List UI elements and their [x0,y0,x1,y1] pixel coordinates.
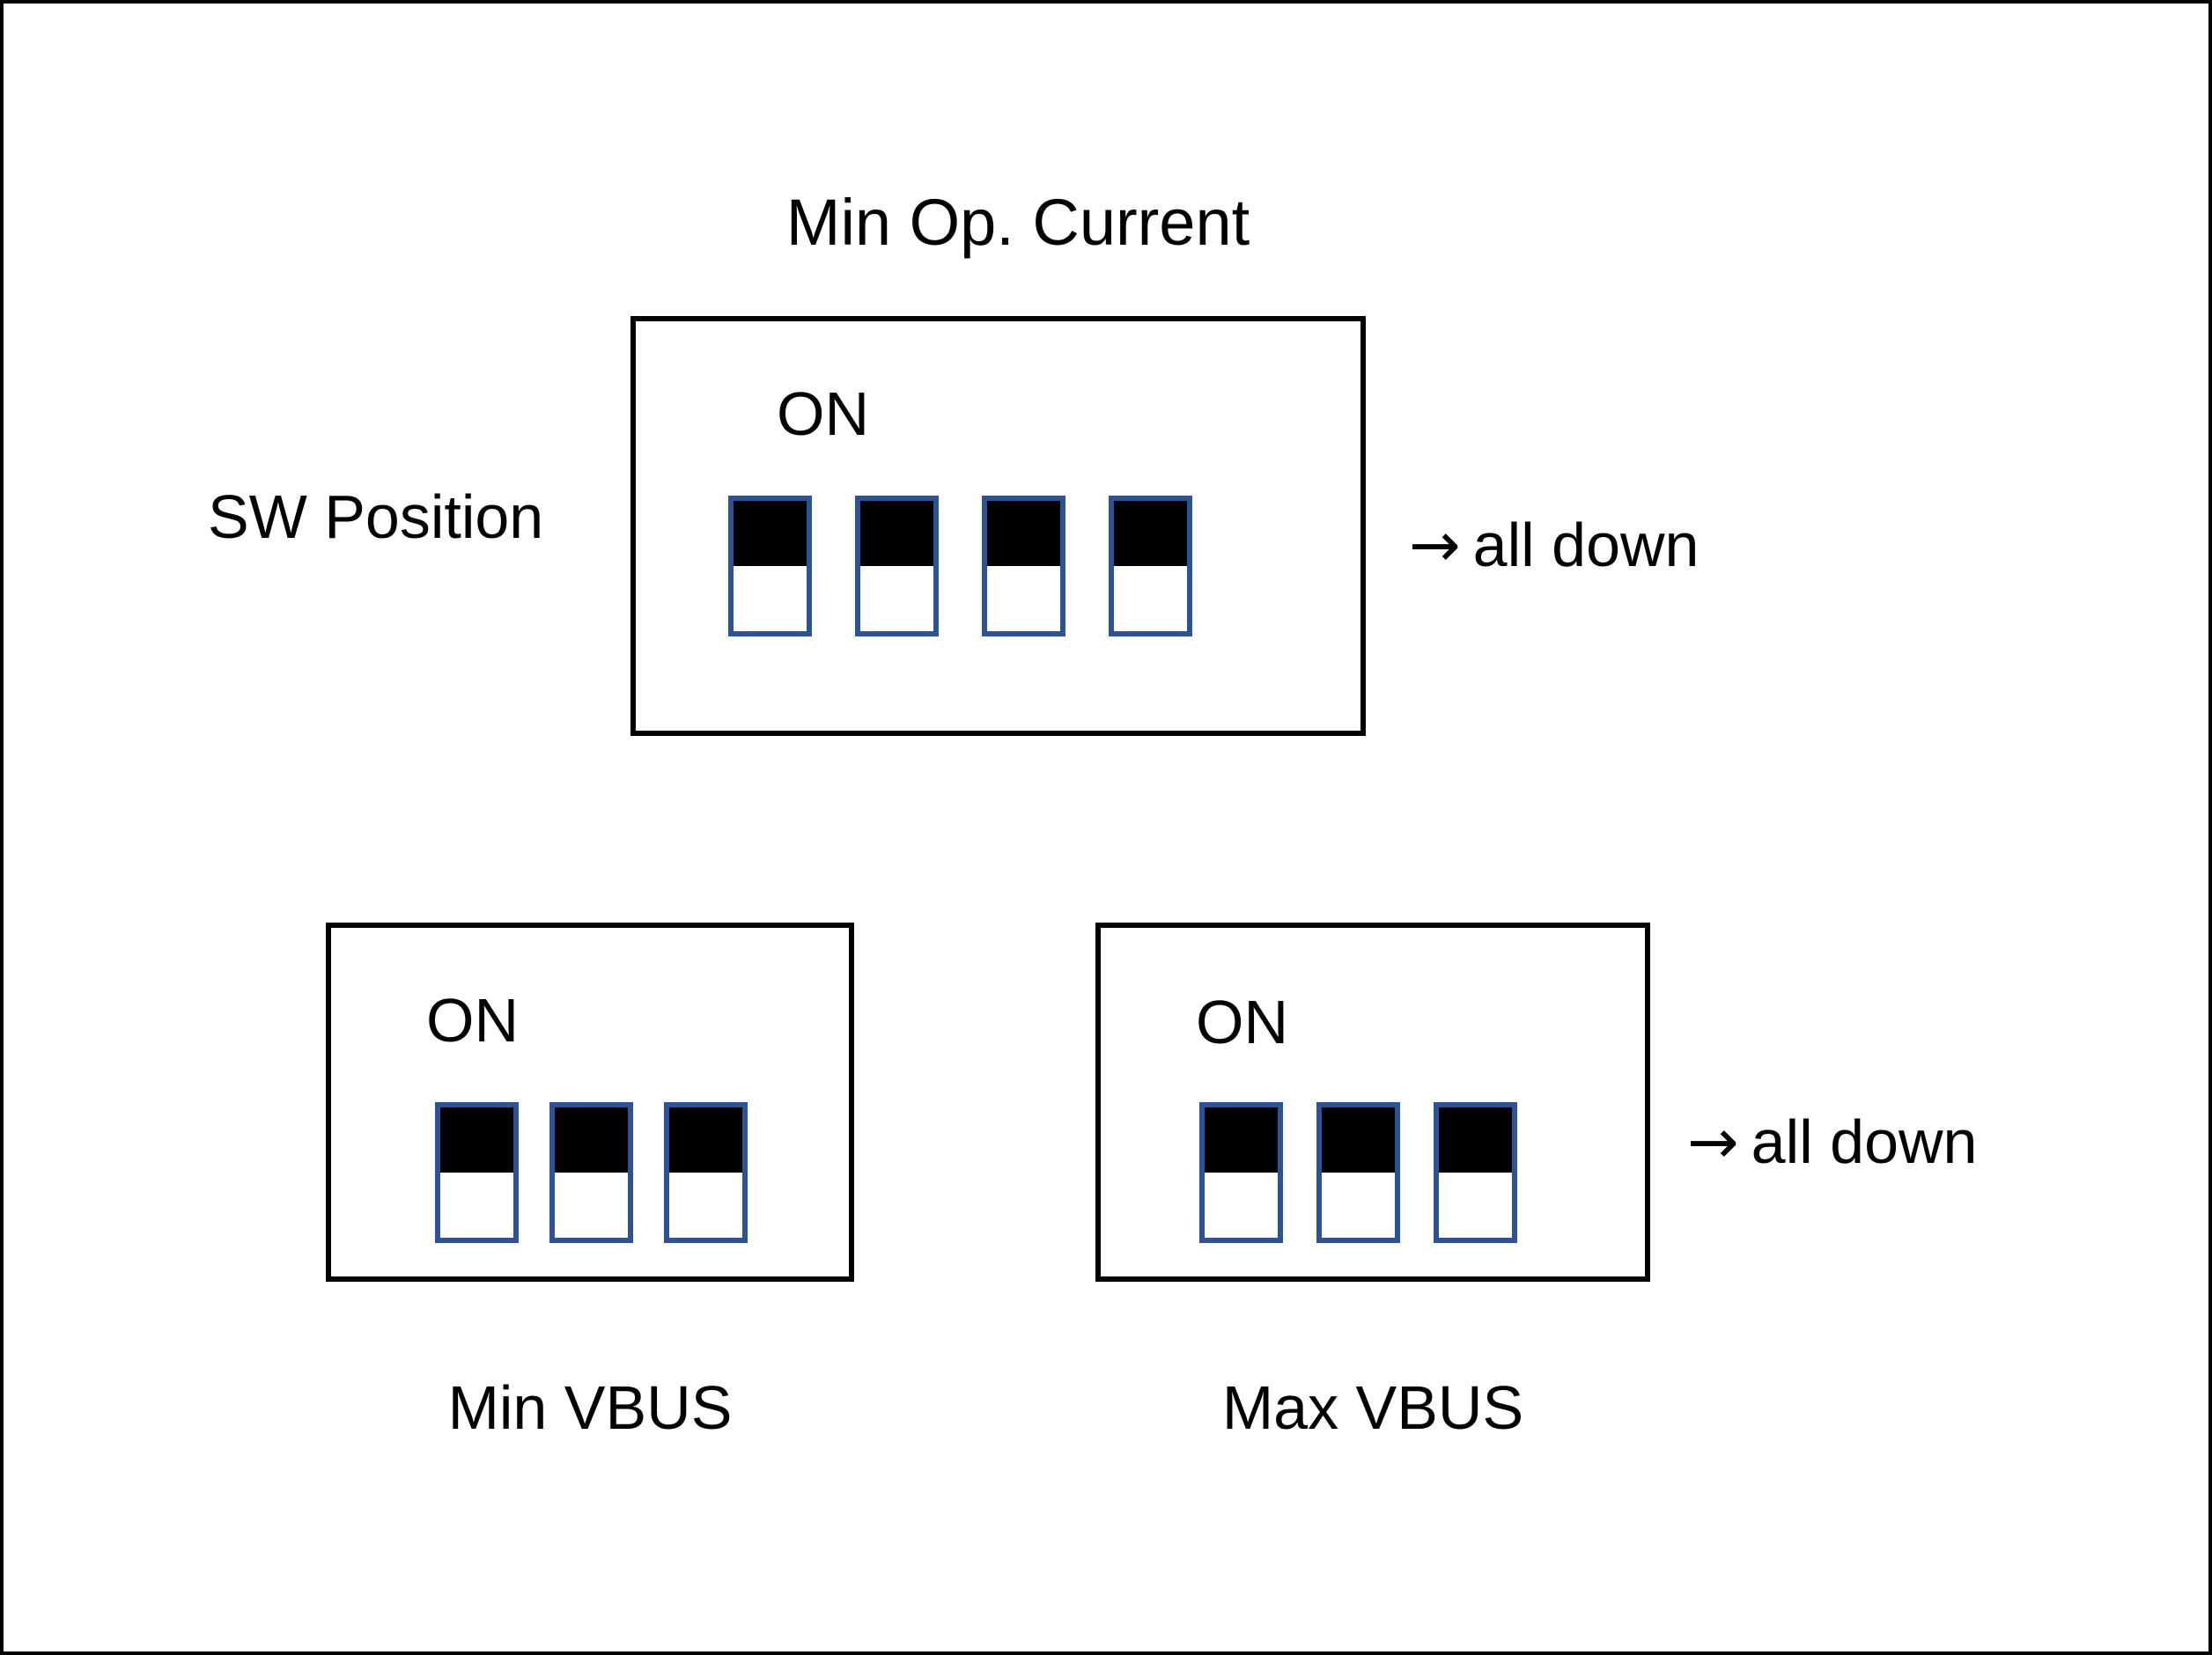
toggle-top [987,501,1060,566]
on-label: ON [1196,988,1288,1056]
toggle-top [555,1107,628,1173]
toggle-top [1114,501,1187,566]
dip-switch-1[interactable] [728,496,812,636]
on-label: ON [426,986,519,1055]
toggle-bottom [669,1173,742,1238]
toggle-bottom [987,566,1060,631]
dip-switch-4[interactable] [1109,496,1192,636]
annotation-text: all down [1751,1107,1978,1176]
right-arrow-icon: → [1409,509,1461,581]
dip-switch-3[interactable] [664,1102,748,1243]
toggle-top [669,1107,742,1173]
page-title: Min Op. Current [785,186,1250,259]
toggle-bottom [860,566,933,631]
toggle-top [734,501,807,566]
toggle-bottom [555,1173,628,1238]
caption-min-vbus: Min VBUS [447,1373,733,1442]
switch-block-max-vbus: ON [1095,923,1650,1282]
dip-switch-2[interactable] [549,1102,633,1243]
annotation-text: all down [1472,511,1700,579]
toggle-top [1439,1107,1512,1173]
dip-switch-2[interactable] [1316,1102,1400,1243]
switch-row [1199,1102,1517,1243]
switch-block-min-op-current: ON [630,316,1366,736]
toggle-top [440,1107,513,1173]
toggle-bottom [734,566,807,631]
switch-row [435,1102,748,1243]
annotation-max-vbus: →all down [1687,1111,1977,1173]
dip-switch-2[interactable] [855,496,939,636]
switch-block-min-vbus: ON [326,923,854,1282]
toggle-bottom [1322,1173,1395,1238]
toggle-bottom [1114,566,1187,631]
right-arrow-icon: → [1687,1106,1739,1178]
toggle-bottom [1205,1173,1278,1238]
on-label: ON [777,379,869,448]
annotation-min-op-current: →all down [1409,514,1699,576]
toggle-bottom [440,1173,513,1238]
toggle-top [1205,1107,1278,1173]
toggle-top [1322,1107,1395,1173]
dip-switch-3[interactable] [1434,1102,1517,1243]
toggle-top [860,501,933,566]
caption-max-vbus: Max VBUS [1221,1373,1524,1442]
dip-switch-1[interactable] [435,1102,519,1243]
switch-row [728,496,1192,636]
dip-switch-1[interactable] [1199,1102,1283,1243]
dip-switch-3[interactable] [982,496,1065,636]
toggle-bottom [1439,1173,1512,1238]
sw-position-label: SW Position [208,482,544,551]
